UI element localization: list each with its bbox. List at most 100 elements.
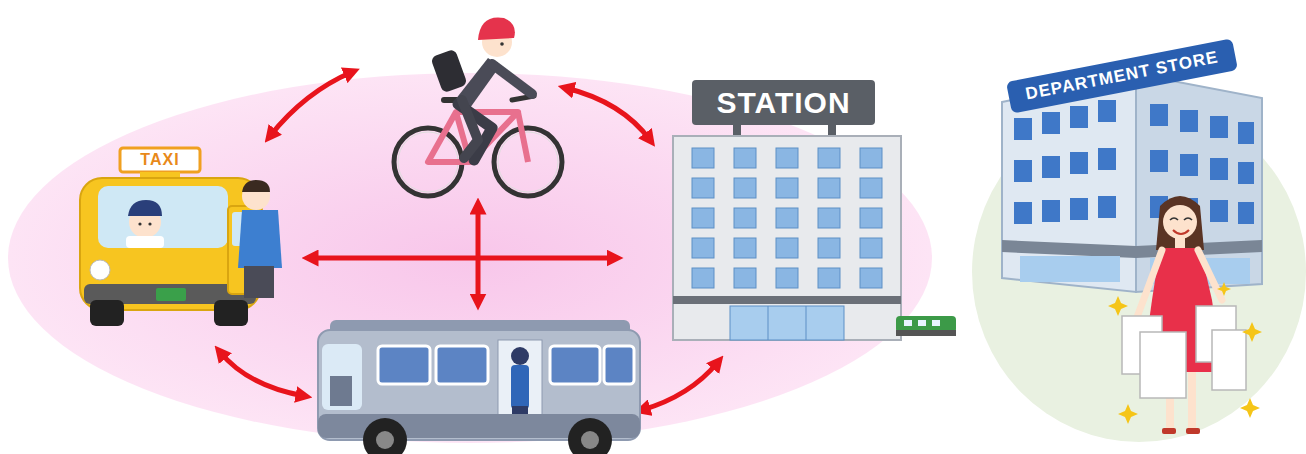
store-building-part-part [1180, 154, 1198, 176]
store-building-part-part [1070, 198, 1088, 220]
shopper-part [1186, 428, 1200, 434]
taxi-car-part [128, 200, 162, 216]
bus-vehicle-part [378, 346, 430, 384]
station-building-part-part [818, 148, 840, 168]
bus-vehicle-part [376, 431, 394, 449]
link-arrow-part [270, 72, 352, 136]
store-building-part-part [1042, 200, 1060, 222]
store-building-part-part [1014, 160, 1032, 182]
shopper-part [1198, 250, 1222, 300]
taxi-car-part [214, 300, 248, 326]
taxi-car-part [90, 300, 124, 326]
station-building-part-part [692, 148, 714, 168]
shopper-part [1188, 372, 1196, 430]
station-building-part-part [734, 148, 756, 168]
sign-text: TAXI [120, 148, 200, 172]
store-building-part-part [1238, 162, 1254, 184]
shopper-part [1212, 330, 1246, 390]
station-building-part-part [860, 208, 882, 228]
station-building [673, 80, 956, 340]
station-building-part-part [734, 268, 756, 288]
station-building-part [692, 80, 875, 125]
sign-text: STATION [692, 80, 875, 125]
shopper-part [1156, 196, 1204, 250]
shopper-part [1140, 332, 1186, 398]
store-building-part-part [1210, 116, 1228, 138]
station-building-part [692, 148, 882, 288]
store-building-part-part [1238, 202, 1254, 224]
taxi-car-part [242, 180, 270, 192]
station-building-part-part [818, 238, 840, 258]
store-building-part-part [1014, 118, 1032, 140]
station-building-part-part [818, 268, 840, 288]
taxi-car-part [238, 210, 282, 268]
bicycle-rider-part [478, 17, 515, 40]
shopper-part [1162, 428, 1176, 434]
taxi-car-part [156, 288, 186, 301]
station-building-part-part [818, 178, 840, 198]
mobility-area-part [8, 73, 932, 443]
store-building-part-part [1210, 158, 1228, 180]
store-building-part-part [1042, 156, 1060, 178]
station-building-part-part [860, 178, 882, 198]
store-building-part-part [1150, 104, 1168, 126]
store-building-part-part [1210, 200, 1228, 222]
station-building-part [673, 136, 901, 340]
taxi-car-part [120, 148, 200, 172]
station-building-part [904, 320, 912, 326]
station-building-part-part [776, 268, 798, 288]
store-building-part-part [1070, 152, 1088, 174]
station-building-part [932, 320, 940, 326]
shopper-part [1175, 238, 1185, 248]
taxi-car-part [138, 222, 141, 225]
station-building-part-part [818, 208, 840, 228]
bus-vehicle-part [511, 365, 529, 409]
taxi-car-part [90, 260, 110, 280]
station-building-part [673, 296, 901, 304]
bicycle-rider-part [500, 42, 504, 46]
store-building [1002, 38, 1262, 292]
shopper-part [1163, 205, 1197, 239]
station-building-part-part [692, 238, 714, 258]
station-building-part-part [692, 268, 714, 288]
store-building-part-part [1042, 112, 1060, 134]
station-building-part [896, 330, 956, 336]
store-building-part-part [1150, 150, 1168, 172]
bus-vehicle-part [581, 431, 599, 449]
store-building-part [1006, 38, 1238, 113]
taxi-car-part [244, 266, 274, 298]
store-building-part-part [1098, 196, 1116, 218]
store-building-part [1002, 240, 1262, 258]
station-building-part-part [860, 148, 882, 168]
store-building-part-part [1070, 106, 1088, 128]
store-building-part [1020, 256, 1120, 282]
bus-vehicle-part [604, 346, 634, 384]
bus-vehicle-part [568, 418, 612, 454]
link-arrow-part [220, 352, 304, 396]
station-building-part-part [692, 208, 714, 228]
double-arrow [310, 256, 615, 261]
taxi-car-part [98, 186, 228, 248]
taxi-car-part [148, 222, 151, 225]
mobility-area [8, 73, 932, 443]
station-building-part [918, 320, 926, 326]
station-building-part [768, 306, 769, 340]
shopper-part [1170, 218, 1192, 220]
store-building-part-part [1238, 122, 1254, 144]
store-building-part [1014, 100, 1254, 224]
link-arrow-part [476, 206, 481, 302]
station-building-part-part [860, 238, 882, 258]
store-building-part-part [1098, 148, 1116, 170]
link-arrow-part [566, 88, 650, 140]
bus-vehicle-part [550, 346, 600, 384]
station-building-part-part [776, 208, 798, 228]
store-building-part-part [1014, 202, 1032, 224]
station-building-part-part [734, 208, 756, 228]
store-building-part-part [1180, 110, 1198, 132]
bus-vehicle-part [322, 344, 362, 410]
station-building-part-part [776, 148, 798, 168]
bicycle-rider [394, 17, 562, 196]
station-building-part-part [692, 178, 714, 198]
station-building-part-part [860, 268, 882, 288]
taxi-car-part [126, 236, 164, 248]
